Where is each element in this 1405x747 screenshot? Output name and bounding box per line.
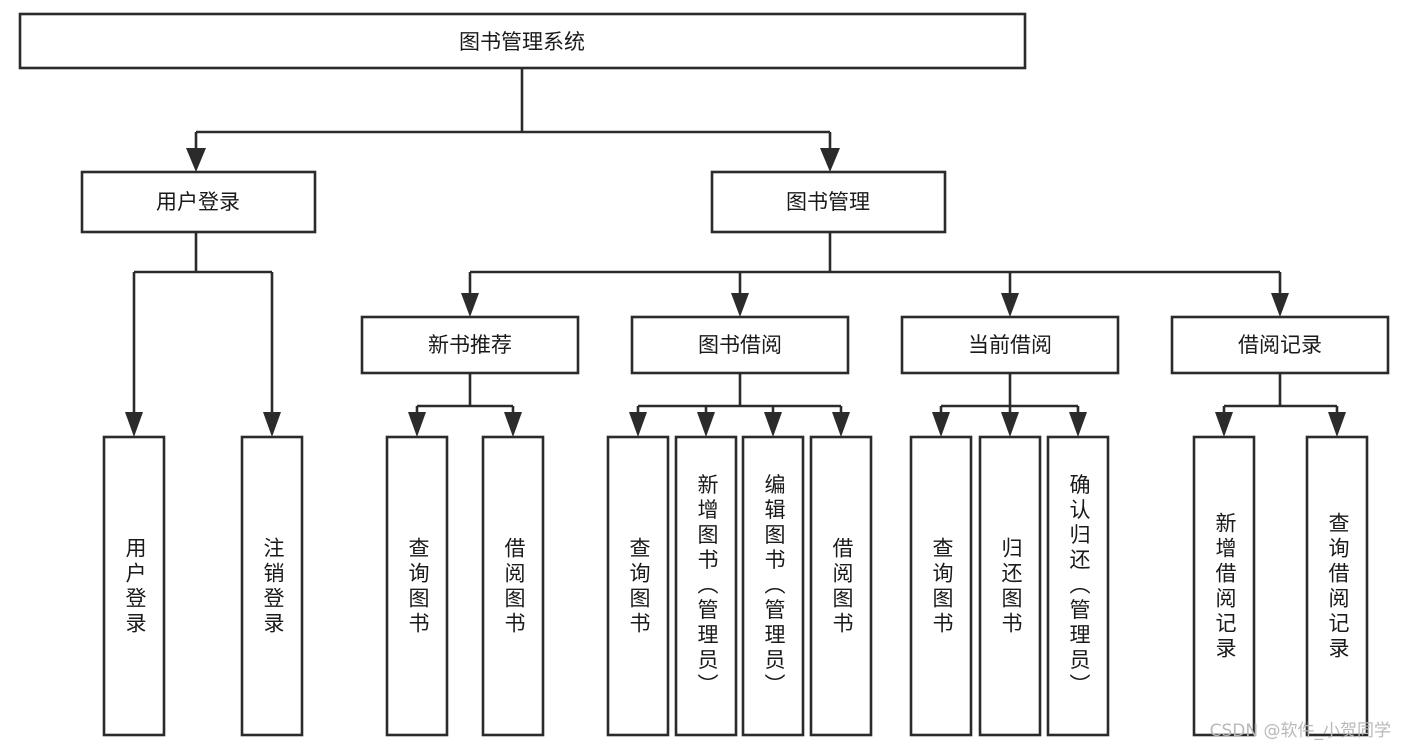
arrow-head-leaf-borrow-book-1 bbox=[504, 412, 522, 437]
node-leaf-query-book-1[interactable]: 查询图书 bbox=[385, 435, 449, 737]
arrow-head-leaf-query-book-1 bbox=[408, 412, 426, 437]
node-leaf-add-record-box[interactable] bbox=[1192, 435, 1256, 737]
node-borrow-record[interactable]: 借阅记录 bbox=[1170, 315, 1390, 375]
node-new-book-recommend-label: 新书推荐 bbox=[428, 333, 512, 357]
node-current-borrow[interactable]: 当前借阅 bbox=[900, 315, 1120, 375]
node-user-login-label: 用户登录 bbox=[156, 190, 240, 214]
node-current-borrow-label: 当前借阅 bbox=[968, 333, 1052, 357]
node-user-login[interactable]: 用户登录 bbox=[80, 170, 317, 234]
node-leaf-return-book-label: 归还图书 bbox=[999, 537, 1023, 637]
arrow-head-leaf-query-book-3 bbox=[932, 412, 950, 437]
node-leaf-logout-login-label: 注销登录 bbox=[261, 537, 285, 637]
node-leaf-add-book-label: 新增图书（管理员） bbox=[695, 474, 719, 699]
node-leaf-borrow-book-1-box[interactable] bbox=[481, 435, 545, 737]
node-leaf-query-record[interactable]: 查询借阅记录 bbox=[1305, 435, 1369, 737]
node-leaf-edit-book-box[interactable] bbox=[741, 435, 805, 737]
node-leaf-query-book-3-box[interactable] bbox=[909, 435, 973, 737]
node-leaf-confirm-return-box[interactable] bbox=[1046, 435, 1110, 737]
node-leaf-edit-book-label: 编辑图书（管理员） bbox=[762, 474, 786, 699]
arrow-head-leaf-confirm-return bbox=[1069, 412, 1087, 437]
node-leaf-borrow-book-1[interactable]: 借阅图书 bbox=[481, 435, 545, 737]
arrow-head-leaf-edit-book bbox=[764, 412, 782, 437]
node-leaf-query-book-2[interactable]: 查询图书 bbox=[606, 435, 670, 737]
node-leaf-query-book-1-label: 查询图书 bbox=[406, 537, 430, 637]
node-leaf-user-login-box[interactable] bbox=[102, 435, 166, 737]
node-leaf-borrow-book-1-label: 借阅图书 bbox=[502, 537, 526, 637]
node-leaf-query-book-3-label: 查询图书 bbox=[930, 537, 954, 637]
node-leaf-query-record-box[interactable] bbox=[1305, 435, 1369, 737]
node-leaf-edit-book[interactable]: 编辑图书（管理员） bbox=[741, 435, 805, 737]
node-leaf-user-login-label: 用户登录 bbox=[123, 537, 147, 637]
node-borrow-record-label: 借阅记录 bbox=[1238, 333, 1322, 357]
node-current-borrow-box[interactable] bbox=[900, 315, 1120, 375]
node-leaf-return-book[interactable]: 归还图书 bbox=[978, 435, 1042, 737]
node-root-box[interactable] bbox=[18, 12, 1027, 70]
arrow-head-leaf-add-book bbox=[697, 412, 715, 437]
arrow-head-leaf-user-login bbox=[125, 412, 143, 437]
node-leaf-borrow-book-2-box[interactable] bbox=[809, 435, 873, 737]
node-book-manage[interactable]: 图书管理 bbox=[710, 170, 947, 234]
node-leaf-add-book-box[interactable] bbox=[674, 435, 738, 737]
arrow-head-book-manage bbox=[820, 148, 840, 172]
arrow-head-new-book-recommend bbox=[461, 293, 479, 317]
node-book-manage-label: 图书管理 bbox=[786, 190, 870, 214]
arrow-head-leaf-query-book-2 bbox=[629, 412, 647, 437]
node-borrow-record-box[interactable] bbox=[1170, 315, 1390, 375]
node-book-manage-box[interactable] bbox=[710, 170, 947, 234]
node-leaf-borrow-book-2-label: 借阅图书 bbox=[830, 537, 854, 637]
arrow-head-leaf-add-record bbox=[1215, 412, 1233, 437]
node-leaf-logout-login[interactable]: 注销登录 bbox=[240, 435, 304, 737]
node-leaf-confirm-return-label: 确认归还（管理员） bbox=[1067, 474, 1091, 699]
arrow-head-leaf-borrow-book-2 bbox=[832, 412, 850, 437]
node-book-borrow-box[interactable] bbox=[630, 315, 850, 375]
arrow-head-leaf-return-book bbox=[1001, 412, 1019, 437]
node-new-book-recommend[interactable]: 新书推荐 bbox=[360, 315, 580, 375]
node-leaf-user-login[interactable]: 用户登录 bbox=[102, 435, 166, 737]
node-leaf-query-book-3[interactable]: 查询图书 bbox=[909, 435, 973, 737]
node-root[interactable]: 图书管理系统 bbox=[18, 12, 1027, 70]
connector-group bbox=[125, 68, 1346, 437]
node-book-borrow[interactable]: 图书借阅 bbox=[630, 315, 850, 375]
node-root-label: 图书管理系统 bbox=[459, 30, 585, 54]
node-leaf-add-record-label: 新增借阅记录 bbox=[1213, 512, 1237, 662]
node-book-borrow-label: 图书借阅 bbox=[698, 333, 782, 357]
node-leaf-query-record-label: 查询借阅记录 bbox=[1326, 512, 1350, 662]
node-leaf-add-record[interactable]: 新增借阅记录 bbox=[1192, 435, 1256, 737]
arrow-head-book-borrow bbox=[731, 293, 749, 317]
arrow-head-leaf-logout-login bbox=[263, 412, 281, 437]
node-leaf-add-book[interactable]: 新增图书（管理员） bbox=[674, 435, 738, 737]
node-new-book-recommend-box[interactable] bbox=[360, 315, 580, 375]
node-leaf-logout-login-box[interactable] bbox=[240, 435, 304, 737]
arrow-head-user-login bbox=[186, 148, 206, 172]
arrow-head-borrow-record bbox=[1271, 293, 1289, 317]
node-leaf-confirm-return[interactable]: 确认归还（管理员） bbox=[1046, 435, 1110, 737]
arrow-head-current-borrow bbox=[1001, 293, 1019, 317]
node-leaf-query-book-2-box[interactable] bbox=[606, 435, 670, 737]
node-leaf-borrow-book-2[interactable]: 借阅图书 bbox=[809, 435, 873, 737]
node-leaf-query-book-2-label: 查询图书 bbox=[627, 537, 651, 637]
arrow-head-leaf-query-record bbox=[1328, 412, 1346, 437]
node-leaf-return-book-box[interactable] bbox=[978, 435, 1042, 737]
node-user-login-box[interactable] bbox=[80, 170, 317, 234]
node-leaf-query-book-1-box[interactable] bbox=[385, 435, 449, 737]
